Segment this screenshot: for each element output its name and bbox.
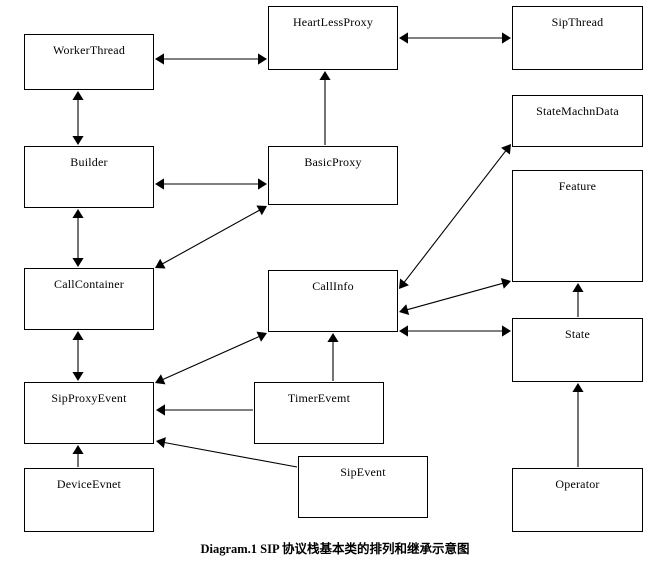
node-heartlessproxy[interactable]: HeartLessProxy [268,6,398,70]
edge-deviceevnet-sipproxyevent [72,445,84,467]
node-operator[interactable]: Operator [512,468,643,532]
edge-builder-basicproxy [155,178,267,190]
edge-timerevemt-callinfo [327,333,339,381]
edge-builder-callcontainer [72,209,84,267]
edge-timerevemt-sipproxyevent [156,404,253,416]
node-state[interactable]: State [512,318,643,382]
node-builder[interactable]: Builder [24,146,154,208]
edge-callinfo-statemachndata [399,144,511,289]
edge-workerthread-heartlessproxy [155,53,267,65]
diagram-caption: Diagram.1 SIP 协议栈基本类的排列和继承示意图 [200,542,470,556]
node-feature[interactable]: Feature [512,170,643,282]
edge-operator-state [572,383,584,467]
edge-callcontainer-basicproxy [155,205,267,269]
edge-sipevent-sipproxyevent [156,437,298,468]
edge-sipproxyevent-callinfo [155,331,267,385]
node-sipevent[interactable]: SipEvent [298,456,428,518]
node-callinfo[interactable]: CallInfo [268,270,398,332]
node-sipproxyevent[interactable]: SipProxyEvent [24,382,154,444]
node-sipthread[interactable]: SipThread [512,6,643,70]
node-deviceevnet[interactable]: DeviceEvnet [24,468,154,532]
edge-state-feature [572,283,584,317]
edge-basicproxy-heartlessproxy [319,71,331,145]
node-basicproxy[interactable]: BasicProxy [268,146,398,205]
edge-callcontainer-sipproxyevent [72,331,84,381]
node-callcontainer[interactable]: CallContainer [24,268,154,330]
node-workerthread[interactable]: WorkerThread [24,34,154,90]
edge-heartlessproxy-sipthread [399,32,511,44]
node-statemachndata[interactable]: StateMachnData [512,95,643,147]
node-timerevemt[interactable]: TimerEvemt [254,382,384,444]
edge-workerthread-builder [72,91,84,145]
edge-callinfo-state [399,325,511,337]
edge-callinfo-feature [399,278,511,315]
